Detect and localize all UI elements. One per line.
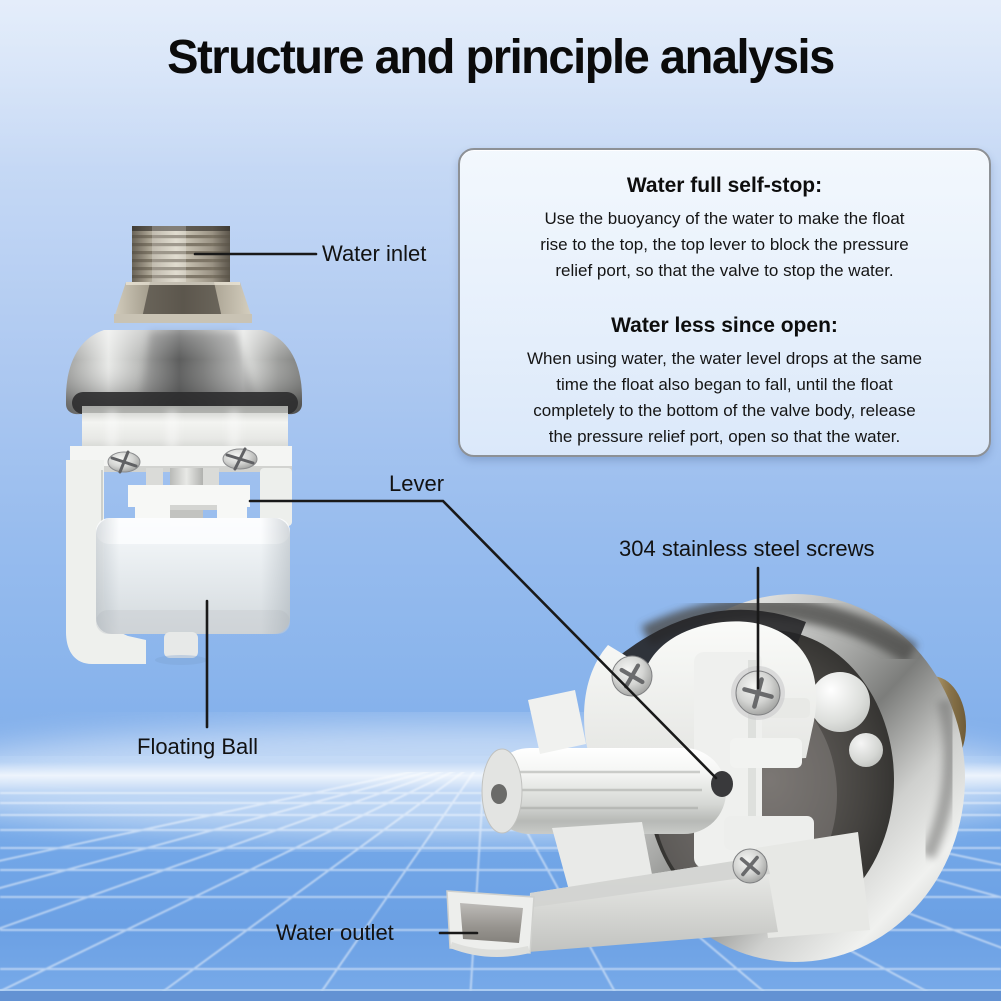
hex-nut [114,282,252,323]
steel-screw-top [731,666,785,720]
info-section-full-stop: Water full self-stop: Use the buoyancy o… [460,174,989,284]
floating-ball-part [96,518,290,665]
right-valve-cutaway-illustration [446,594,966,962]
clamp-finger-lower [724,816,814,850]
info-text-line: the pressure relief port, open so that t… [548,427,901,446]
outlet-duct-top [530,856,770,907]
bell-reflection-right [921,698,958,859]
leader-lines [193,252,760,935]
info-text-line: rise to the top, the top lever to block … [540,235,909,254]
side-tab [528,690,586,754]
outlet-opening-inner [460,903,523,943]
info-heading-full-stop: Water full self-stop: [626,174,823,197]
bracket-screw-left [107,450,141,474]
tube-ridges [505,770,702,810]
steel-screw-upper-left [611,655,653,697]
outlet-junction [756,832,870,938]
bracket-arm-right [260,468,292,526]
bracket-arm-left [66,460,146,664]
chrome-cap [66,330,302,415]
label-steel-screws: 304 stainless steel screws [619,536,875,561]
label-water-inlet: Water inlet [322,241,427,266]
lever-part [128,485,250,521]
label-floating-ball: Floating Ball [137,734,259,759]
valve-body [82,406,288,452]
tube-end-hole [491,784,507,804]
lever-shade [170,505,217,510]
info-text-line: completely to the bottom of the valve bo… [533,401,916,420]
seal-ball-small [849,733,883,767]
bottom-bar-highlight [0,989,1001,991]
info-section-open: Water less since open: When using water,… [460,314,989,450]
label-lever: Lever [389,471,445,496]
info-text-line: Use the buoyancy of the water to make th… [544,209,905,228]
info-text-line: time the float also began to fall, until… [556,375,893,394]
water-inlet-thread [132,226,230,282]
leader-line-lever [248,499,718,780]
page-title: Structure and principle analysis [167,31,835,84]
left-float-valve-illustration [66,226,302,665]
label-water-outlet: Water outlet [276,920,394,945]
principle-info-box: Water full self-stop: Use the buoyancy o… [458,148,991,457]
bottom-bar [0,991,1001,1001]
bracket-screw-right [222,447,258,471]
info-heading-open: Water less since open: [611,314,838,337]
info-text-line: relief port, so that the valve to stop t… [555,261,894,280]
seal-ball-large [810,672,870,732]
outlet-lip [450,942,530,957]
clamp-finger-upper [730,738,802,768]
info-text-line: When using water, the water level drops … [527,349,922,368]
steel-screw-bottom [732,848,768,884]
